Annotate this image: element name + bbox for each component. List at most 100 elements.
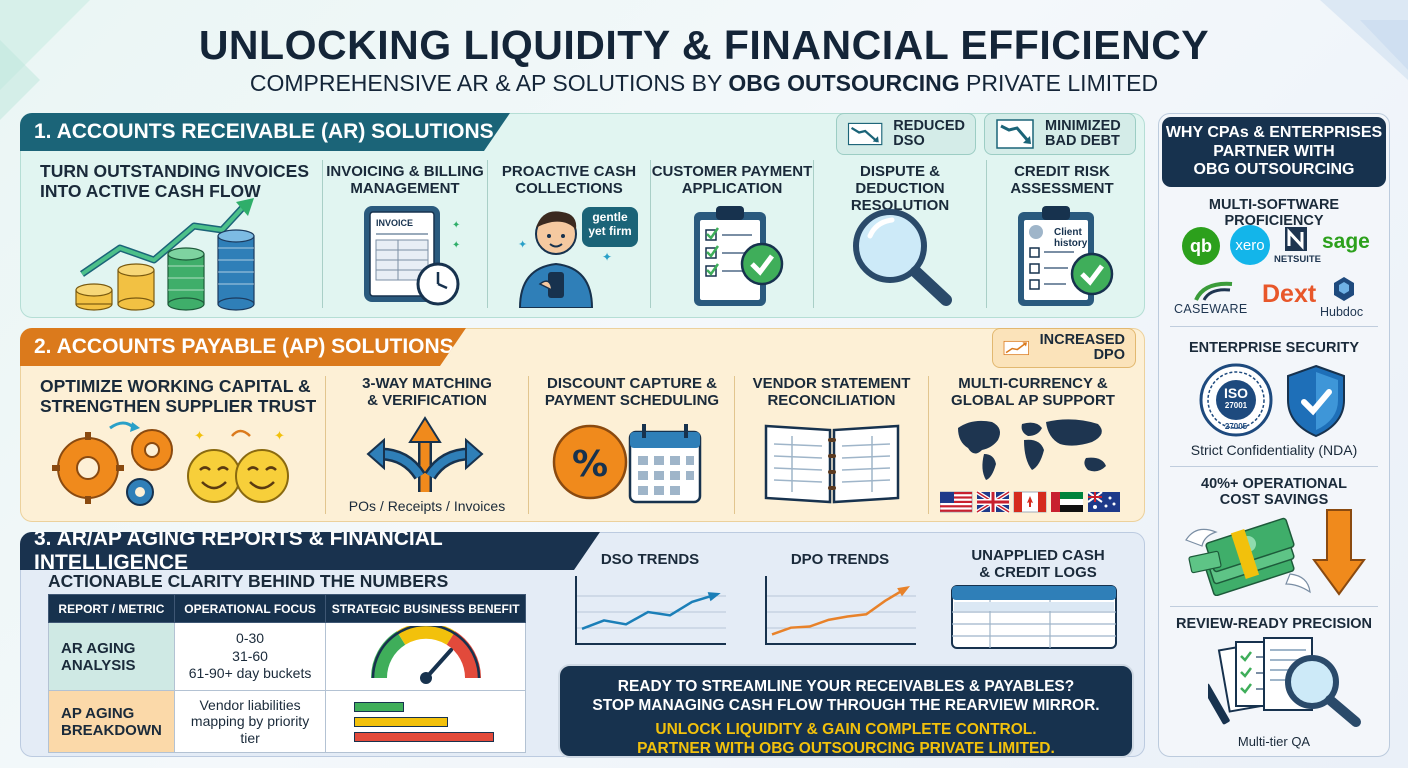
sidebar-header-line: PARTNER WITH (1213, 142, 1335, 160)
icon-text: history (1054, 238, 1088, 249)
ar-headline: TURN OUTSTANDING INVOICES INTO ACTIVE CA… (40, 161, 320, 202)
kpi-label: MINIMIZED (1045, 117, 1121, 134)
table-header-cell: OPERATIONAL FOCUS (173, 594, 327, 623)
divider (322, 160, 323, 308)
review-title: REVIEW-READY PRECISION (1175, 616, 1373, 632)
netsuite-logo-text: NETSUITE (1274, 254, 1321, 265)
ar-item-payment-application: CUSTOMER PAYMENT APPLICATION (651, 163, 813, 198)
caseware-logo-icon (1194, 281, 1233, 301)
dpo-trends-label: DPO TRENDS (790, 551, 890, 568)
sidebar-header: WHY CPAs & ENTERPRISES PARTNER WITH OBG … (1162, 117, 1386, 187)
item-title: APPLICATION (681, 179, 783, 197)
svg-text:✦: ✦ (518, 238, 527, 251)
flying-money-icon (1185, 517, 1311, 596)
country-flags-icon (940, 490, 1120, 514)
bubble-text: gentle (592, 210, 628, 224)
aging-section-banner: 3. AR/AP AGING REPORTS & FINANCIAL INTEL… (20, 532, 600, 570)
chart-down-icon (847, 122, 883, 146)
ar-item-credit-risk: CREDIT RISK ASSESSMENT (987, 163, 1137, 198)
logo-text: xero (1235, 236, 1265, 254)
divider (734, 376, 735, 514)
coins-growth-icon (75, 198, 255, 311)
item-title: MANAGEMENT (350, 179, 460, 197)
ar-item-invoicing: INVOICING & BILLING MANAGEMENT (324, 163, 486, 198)
metric-text: AR AGING (61, 639, 136, 657)
sidebar-divider (1170, 466, 1378, 467)
iso-number: 27001 (1224, 401, 1248, 410)
client-history-label: Client history (1054, 227, 1087, 249)
chart-down-icon (996, 119, 1034, 149)
metric-cell: AP AGING BREAKDOWN (48, 690, 175, 753)
item-title: VENDOR STATEMENT (752, 375, 911, 392)
table-header-cell: REPORT / METRIC (48, 594, 175, 623)
cta-question: READY TO STREAMLINE YOUR RECEIVABLES & P… (617, 678, 1075, 695)
trend-line (581, 594, 715, 630)
speech-bubble: gentle yet firm (582, 207, 638, 247)
kpi-label: BAD DEBT (1045, 133, 1120, 149)
metric-text: BREAKDOWN (61, 721, 162, 739)
axis (575, 576, 726, 645)
aging-headline: ACTIONABLE CLARITY BEHIND THE NUMBERS (48, 571, 449, 591)
caseware-logo-text: CASEWARE (1174, 302, 1248, 316)
table-row: AR AGING ANALYSIS 0-30 31-60 61-90+ day … (48, 622, 526, 691)
divider (928, 376, 929, 514)
dso-trends-label: DSO TRENDS (600, 551, 700, 568)
sidebar-divider (1170, 606, 1378, 607)
unapplied-cash-label: UNAPPLIED CASH & CREDIT LOGS (948, 547, 1128, 582)
review-caption: Multi-tier QA (1237, 734, 1311, 749)
matching-caption: POs / Receipts / Invoices (348, 498, 506, 514)
priority-bar-red (354, 731, 495, 742)
ar-item-collections: PROACTIVE CASH COLLECTIONS (488, 163, 650, 198)
gears-smiles-icon: ✦ ✦ (52, 421, 289, 506)
kpi-label: DSO (893, 133, 925, 149)
priority-bar-green (354, 701, 405, 712)
trend-arrowhead (897, 586, 911, 597)
ap-headline: OPTIMIZE WORKING CAPITAL & STRENGTHEN SU… (40, 376, 320, 417)
sidebar-header-line: OBG OUTSOURCING (1193, 161, 1355, 179)
software-title: MULTI-SOFTWARE PROFICIENCY (1208, 197, 1340, 229)
metric-text: AP AGING (61, 704, 135, 722)
ar-headline-line: TURN OUTSTANDING INVOICES (40, 161, 309, 181)
netsuite-logo-icon (1285, 227, 1307, 251)
bubble-text: yet firm (588, 223, 632, 238)
person-phone-icon: ✦ (518, 211, 594, 308)
sidebar-divider (1170, 326, 1378, 327)
item-title: DISPUTE & DEDUCTION (855, 163, 945, 197)
iso-badge-icon (1199, 363, 1273, 437)
benefit-cell (325, 622, 526, 691)
item-title: PROACTIVE CASH (501, 163, 637, 180)
divider (487, 160, 488, 308)
world-map-icon (958, 419, 1106, 480)
focus-cell: 0-30 31-60 61-90+ day buckets (173, 622, 327, 691)
priority-bar-yellow (354, 716, 449, 727)
magnifier-icon (853, 209, 952, 306)
logo-text: qb (1190, 235, 1212, 256)
security-caption: Strict Confidentiality (NDA) (1190, 442, 1358, 458)
kpi-label: DPO (1093, 347, 1125, 363)
quickbooks-logo: qb (1182, 227, 1220, 265)
trend-line (771, 588, 905, 636)
svg-text:✦: ✦ (194, 429, 205, 444)
divider (650, 160, 651, 308)
item-title: RECONCILIATION (767, 391, 896, 409)
sparkle-icon: ✦ (602, 250, 613, 264)
ap-headline-line: STRENGTHEN SUPPLIER TRUST (40, 395, 317, 416)
item-title: MULTI-CURRENCY & (958, 375, 1108, 392)
arrow-down-icon (1312, 509, 1366, 596)
chart-up-icon (1003, 340, 1029, 356)
focus-cell: Vendor liabilities mapping by priority t… (173, 690, 327, 753)
kpi-label: INCREASED (1039, 331, 1125, 348)
divider (528, 376, 529, 514)
discount-calendar-icon: % (552, 424, 702, 504)
benefit-cell (325, 690, 526, 753)
subtitle-brand: OBG OUTSOURCING (728, 70, 960, 96)
savings-line: 40%+ OPERATIONAL (1201, 476, 1347, 492)
svg-text:✦: ✦ (452, 220, 460, 231)
divider (325, 376, 326, 514)
ap-item-matching: 3-WAY MATCHING & VERIFICATION (326, 375, 528, 410)
dext-logo: Dext (1262, 280, 1317, 308)
ap-item-multicurrency: MULTI-CURRENCY & GLOBAL AP SUPPORT (930, 375, 1136, 410)
icon-text: Client (1054, 227, 1082, 238)
